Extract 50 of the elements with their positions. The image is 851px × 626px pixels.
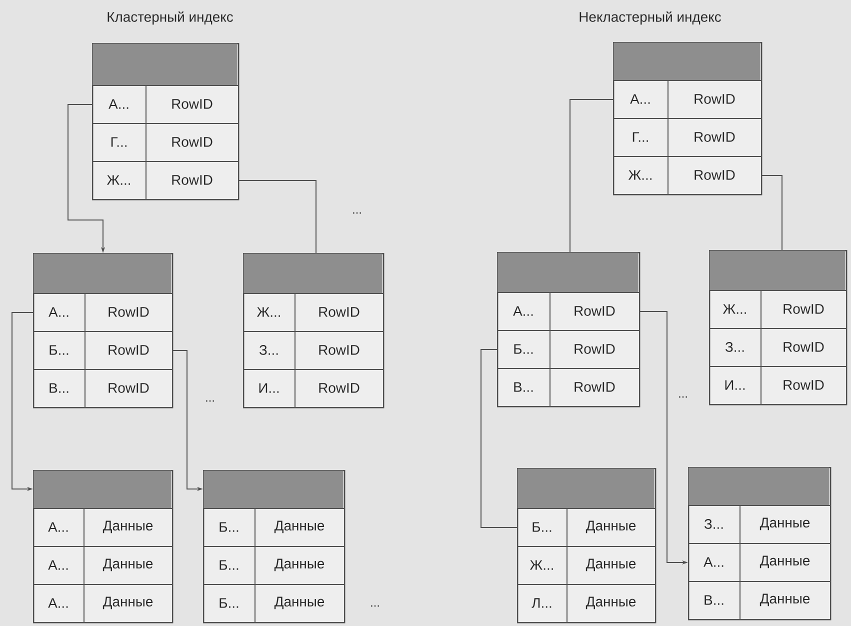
index-row: Б... Данные: [203, 584, 345, 623]
index-page: [497, 252, 640, 408]
connector: [480, 349, 518, 528]
index-row: А... RowID: [33, 292, 173, 332]
index-row: Г... RowID: [92, 122, 239, 162]
ellipsis-mark: ...: [371, 605, 379, 607]
ellipsis-mark: ...: [679, 396, 687, 398]
connector: [238, 180, 316, 254]
index-row: Ж... RowID: [243, 292, 384, 332]
index-row: Ж... Данные: [517, 546, 656, 585]
section-heading: Некластерный индекс: [580, 11, 721, 25]
index-page: [517, 468, 656, 624]
index-page: [709, 250, 848, 406]
index-row: Б... RowID: [33, 330, 173, 370]
index-row: В... RowID: [497, 368, 640, 407]
ellipsis-mark: ...: [353, 212, 361, 214]
index-row: Г... RowID: [613, 118, 762, 157]
index-row: Ж... RowID: [92, 160, 239, 200]
index-row: А... Данные: [33, 584, 173, 623]
index-page: [92, 43, 240, 200]
index-row: Ж... RowID: [709, 290, 847, 329]
index-row: А... RowID: [497, 292, 640, 331]
index-row: А... Данные: [33, 546, 173, 585]
index-row: З... RowID: [243, 330, 384, 370]
index-row: А... Данные: [688, 542, 831, 582]
index-row: А... Данные: [33, 508, 173, 547]
index-row: Б... Данные: [517, 508, 656, 547]
index-page: [33, 470, 174, 624]
connector: [762, 175, 782, 250]
section-heading: Кластерный индекс: [108, 11, 233, 25]
index-page: [688, 467, 832, 620]
connector: [570, 99, 614, 252]
index-row: Л... Данные: [517, 584, 656, 623]
ellipsis-mark: ...: [206, 400, 214, 402]
index-row: Б... Данные: [203, 508, 345, 547]
index-row: Б... RowID: [497, 330, 640, 369]
index-page: [33, 253, 174, 408]
index-row: З... Данные: [688, 504, 831, 544]
index-row: И... RowID: [243, 368, 384, 408]
index-page: [243, 253, 384, 408]
index-row: Б... Данные: [203, 546, 345, 585]
index-row: А... RowID: [92, 84, 239, 124]
index-row: Ж... RowID: [613, 156, 762, 195]
index-row: А... RowID: [613, 80, 762, 119]
index-row: И... RowID: [709, 366, 847, 405]
index-page: [613, 42, 762, 196]
index-row: В... Данные: [688, 580, 831, 620]
index-row: З... RowID: [709, 328, 847, 367]
index-page: [203, 470, 346, 624]
index-row: В... RowID: [33, 368, 173, 408]
